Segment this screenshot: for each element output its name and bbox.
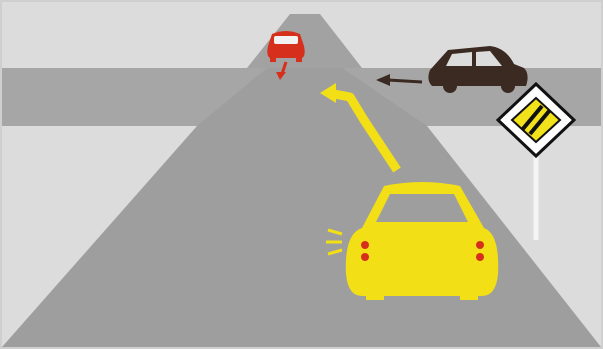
dark-car-side-icon <box>428 46 528 93</box>
red-car-motion-arrow-icon <box>276 61 288 80</box>
priority-road-sign-icon <box>495 81 577 240</box>
red-car-front-icon <box>267 31 305 62</box>
turn-signal-flash-icon <box>326 228 343 256</box>
left-turn-arrow-icon <box>320 83 401 173</box>
dark-car-motion-arrow-icon <box>376 74 423 86</box>
yellow-car-rear-icon <box>345 182 499 300</box>
